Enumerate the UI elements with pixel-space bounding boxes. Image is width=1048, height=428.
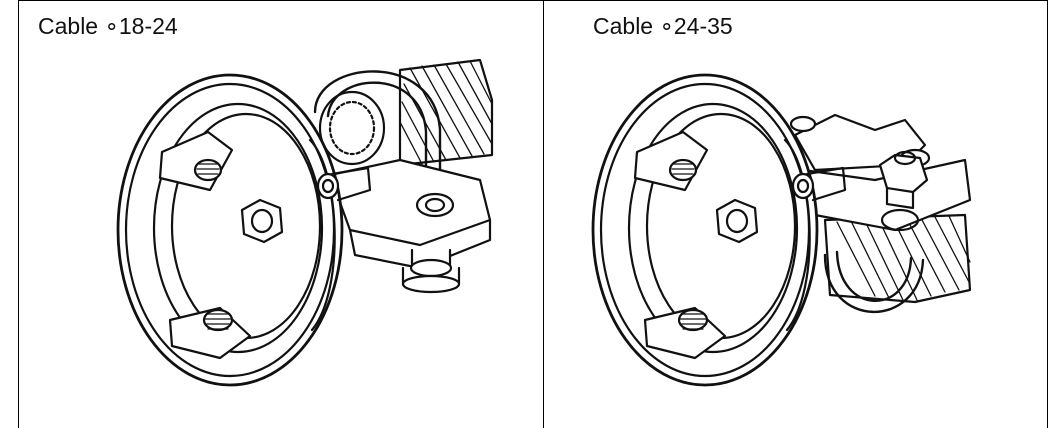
clamp-drawing-large-cable xyxy=(591,73,972,387)
cable-body xyxy=(823,213,972,314)
cable-body xyxy=(318,58,494,167)
top-border xyxy=(18,0,1048,1)
panel-caption-right: Cable ∘24-35 xyxy=(593,13,733,39)
clamp-bracket xyxy=(328,158,492,294)
left-border xyxy=(18,0,19,428)
panel-divider xyxy=(543,0,544,428)
clamp-ring xyxy=(591,73,847,387)
panel-caption-left: Cable ∘18-24 xyxy=(38,13,178,39)
clamp-ring xyxy=(116,73,372,387)
clamp-drawing-small-cable xyxy=(116,58,494,387)
